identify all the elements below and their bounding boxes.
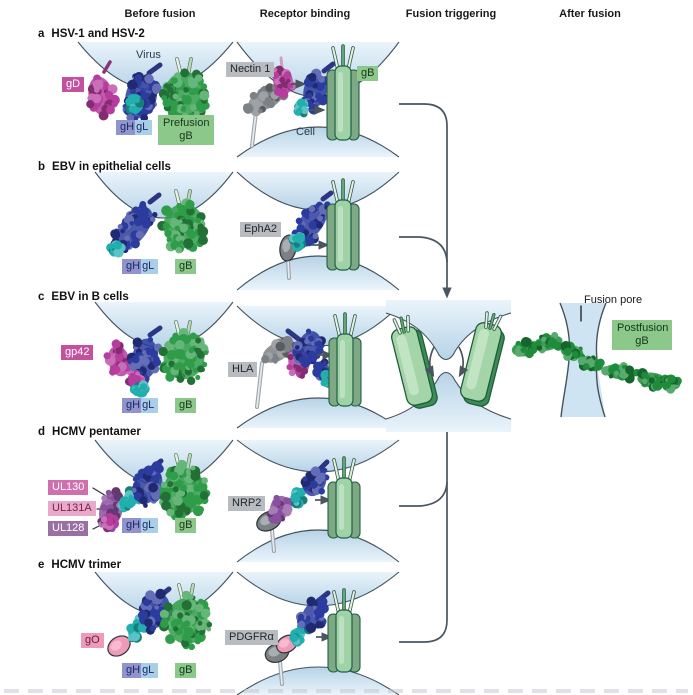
row-title-b-text: EBV in epithelial cells bbox=[52, 161, 171, 173]
ul131a-tag: UL131A bbox=[48, 501, 96, 516]
row-letter-b: b bbox=[38, 161, 46, 173]
row-title-d: d HCMV pentamer bbox=[38, 426, 141, 438]
column-header-before-fusion: Before fusion bbox=[124, 8, 196, 20]
epha2-tag: EphA2 bbox=[240, 222, 282, 237]
gh-label: gH bbox=[122, 259, 142, 274]
row-letter-d: d bbox=[38, 426, 46, 438]
hla-tag: HLA bbox=[228, 362, 258, 377]
ul128-tag: UL128 bbox=[48, 521, 89, 536]
row-letter-a: a bbox=[38, 28, 45, 40]
row-letter-c: c bbox=[38, 291, 45, 303]
row-title-e: e HCMV trimer bbox=[38, 559, 121, 571]
nectin1-tag: Nectin 1 bbox=[226, 62, 275, 77]
virus-label: Virus bbox=[136, 49, 161, 61]
row-title-c-text: EBV in B cells bbox=[51, 291, 129, 303]
prefusion-line: Prefusion bbox=[163, 117, 210, 129]
gb-tag-e: gB bbox=[175, 663, 197, 678]
gh-label: gH bbox=[122, 398, 142, 413]
column-header-fusion-triggering: Fusion triggering bbox=[405, 8, 497, 20]
nrp2-tag: NRP2 bbox=[228, 496, 266, 511]
postfusion-line: Postfusion bbox=[617, 322, 669, 334]
gb-tag-b: gB bbox=[175, 259, 197, 274]
column-header-receptor-binding: Receptor binding bbox=[259, 8, 351, 20]
gh-label: gH bbox=[116, 120, 136, 135]
go-tag: gO bbox=[81, 633, 104, 648]
prefusion-gb-line: gB bbox=[179, 130, 193, 142]
gh-label: gH bbox=[122, 518, 142, 533]
row-title-a: a HSV-1 and HSV-2 bbox=[38, 28, 145, 40]
gb-tag-c: gB bbox=[175, 398, 197, 413]
gl-label: gL bbox=[141, 398, 159, 413]
row-title-e-text: HCMV trimer bbox=[51, 559, 122, 571]
gd-tag: gD bbox=[62, 77, 85, 92]
gl-label: gL bbox=[135, 120, 153, 135]
gh-label: gH bbox=[122, 663, 142, 678]
row-title-d-text: HCMV pentamer bbox=[52, 426, 141, 438]
gl-label: gL bbox=[141, 663, 159, 678]
ul130-tag: UL130 bbox=[48, 480, 89, 495]
cell-label: Cell bbox=[296, 126, 315, 138]
row-title-b: b EBV in epithelial cells bbox=[38, 161, 171, 173]
gp42-tag: gp42 bbox=[61, 345, 94, 360]
gb-tag-d: gB bbox=[175, 518, 197, 533]
row-letter-e: e bbox=[38, 559, 45, 571]
postfusion-gb-line: gB bbox=[635, 335, 649, 347]
gl-label: gL bbox=[141, 518, 159, 533]
row-title-a-text: HSV-1 and HSV-2 bbox=[51, 28, 145, 40]
cropped-caption-text bbox=[4, 689, 688, 693]
gb-tag-a-receptor: gB bbox=[357, 66, 379, 81]
pdgfra-tag: PDGFRα bbox=[225, 630, 278, 645]
gl-label: gL bbox=[141, 259, 159, 274]
column-header-after-fusion: After fusion bbox=[559, 8, 621, 20]
fusion-pore-label: Fusion pore bbox=[584, 294, 643, 306]
row-title-c: c EBV in B cells bbox=[38, 291, 129, 303]
